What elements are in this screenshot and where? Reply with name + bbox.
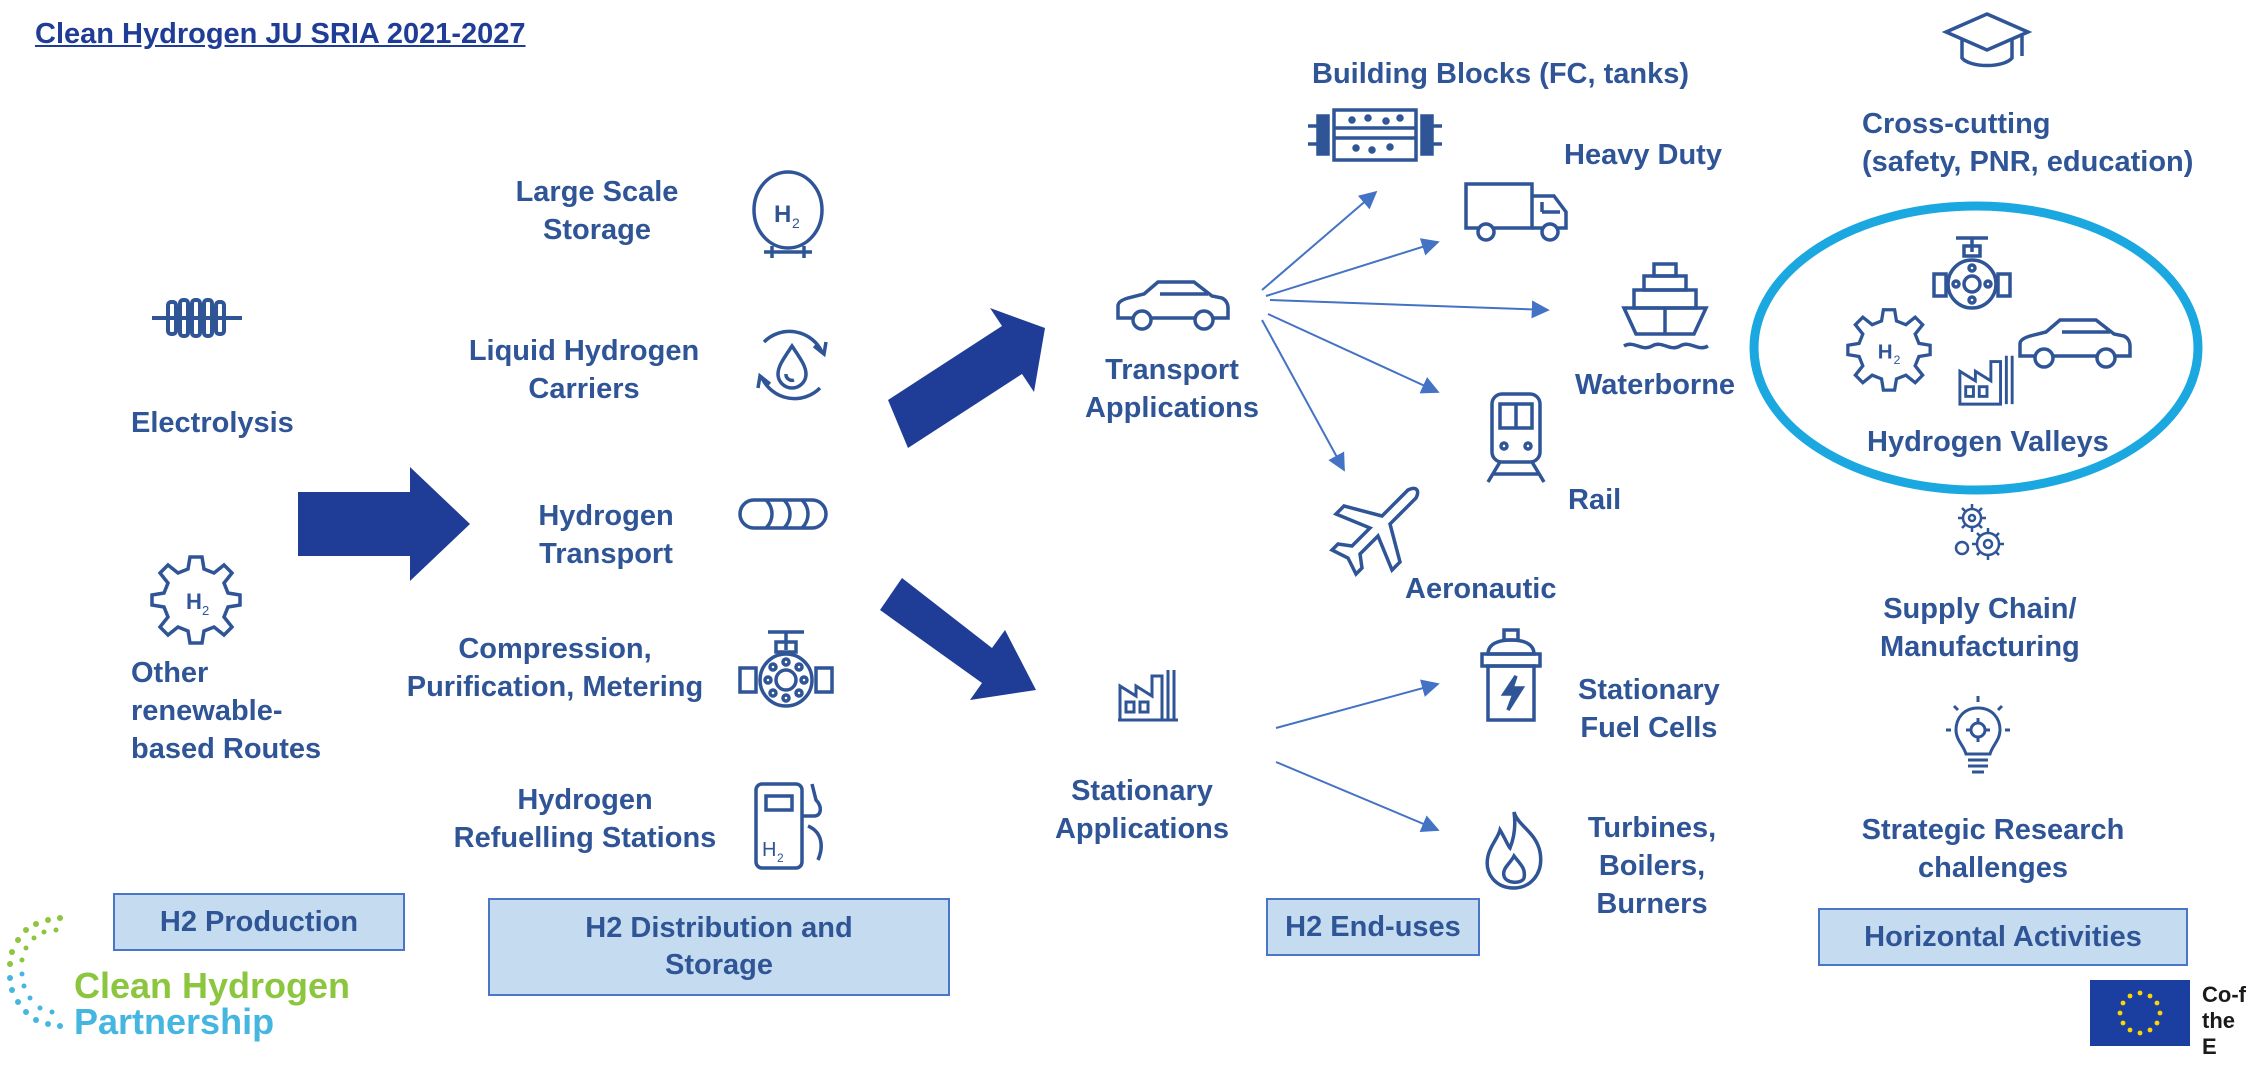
- svg-text:H: H: [774, 201, 791, 228]
- hydrogen-valleys-label: Hydrogen Valleys: [1867, 426, 2109, 458]
- cross-cutting-label: Cross-cutting (safety, PNR, education): [1862, 108, 2194, 178]
- heavy-duty-label: Heavy Duty: [1564, 139, 1722, 171]
- stationary-fuel-cells-label: Stationary Fuel Cells: [1578, 674, 1720, 744]
- svg-text:H: H: [186, 589, 202, 614]
- large-storage-label: Large Scale Storage: [515, 176, 679, 246]
- arrow-to-heavy-duty: [1265, 238, 1440, 297]
- arrow-to-turbines: [1275, 761, 1440, 833]
- logo-line-1: Clean Hydrogen: [74, 965, 351, 1006]
- h2-end-uses-box: H2 End-uses: [1266, 898, 1480, 956]
- valley-valve-icon: [1932, 234, 2012, 320]
- eu-flag-logo: [2090, 980, 2190, 1046]
- arrow-to-building-blocks: [1261, 190, 1378, 291]
- building-blocks-label: Building Blocks (FC, tanks): [1312, 58, 1690, 90]
- svg-text:2: 2: [792, 215, 800, 231]
- arrow-to-stationary-fc: [1275, 679, 1440, 729]
- refuelling-station-icon: H 2: [752, 776, 832, 872]
- supply-chain-label: Supply Chain/ Manufacturing: [1880, 593, 2080, 663]
- ship-icon: [1620, 260, 1710, 352]
- to-stationary-arrow: [880, 578, 1036, 700]
- transport-applications-label: Transport Applications: [1084, 354, 1259, 424]
- strategic-research-label: Strategic Research challenges: [1861, 814, 2125, 884]
- svg-text:2: 2: [202, 603, 209, 618]
- to-transport-arrow: [888, 308, 1045, 448]
- waterborne-label: Waterborne: [1575, 369, 1736, 401]
- partnership-logo-text: Clean Hydrogen Partnership: [74, 968, 350, 1040]
- flame-icon: [1478, 808, 1552, 892]
- eu-cofunded-text: Co-f the E: [2202, 982, 2246, 1060]
- svg-text:H: H: [1878, 340, 1893, 363]
- h2-production-box: H2 Production: [113, 893, 405, 951]
- stationary-fuel-cell-icon: [1478, 628, 1544, 724]
- storage-tank-h2-icon: H 2: [750, 166, 826, 262]
- arrow-to-aeronautic: [1261, 319, 1345, 472]
- aeronautic-label: Aeronautic: [1405, 573, 1557, 605]
- train-icon: [1486, 390, 1546, 486]
- graduation-cap-icon: [1941, 10, 2033, 72]
- hydrogen-valleys-ring: [1749, 201, 2203, 495]
- sria-link[interactable]: Clean Hydrogen JU SRIA 2021-2027: [35, 18, 526, 50]
- liquid-cycle-icon: [750, 322, 834, 410]
- electrolysis-icon: [150, 296, 244, 340]
- arrow-to-waterborne: [1269, 299, 1550, 319]
- other-routes-label: Other renewable- based Routes: [131, 657, 322, 765]
- arrow-to-rail: [1267, 313, 1440, 394]
- horizontal-activities-box: Horizontal Activities: [1818, 908, 2188, 966]
- valley-gear-h2-icon: H 2: [1846, 306, 1932, 392]
- rail-label: Rail: [1568, 484, 1622, 516]
- clean-hydrogen-dots-logo: [0, 910, 120, 1067]
- car-icon: [1112, 276, 1232, 334]
- fuel-cell-stack-icon: [1306, 104, 1444, 166]
- lightbulb-gear-icon: [1940, 694, 2016, 784]
- production-to-distribution-arrow: [298, 467, 470, 581]
- stationary-applications-label: Stationary Applications: [1054, 775, 1229, 845]
- turbines-label: Turbines, Boilers, Burners: [1587, 812, 1717, 920]
- electrolysis-label: Electrolysis: [131, 407, 294, 439]
- renewable-gear-h2-icon: H 2: [150, 553, 242, 645]
- hydrogen-transport-label: Hydrogen Transport: [538, 500, 674, 570]
- refuelling-label: Hydrogen Refuelling Stations: [453, 784, 717, 854]
- valley-factory-icon: [1956, 348, 2018, 408]
- valley-car-icon: [2014, 314, 2134, 372]
- compression-label: Compression, Purification, Metering: [406, 633, 704, 703]
- eu-line-1: Co-f: [2202, 982, 2246, 1007]
- factory-icon: [1116, 662, 1180, 724]
- airplane-icon: [1329, 484, 1422, 577]
- h2-distribution-box: H2 Distribution and Storage: [488, 898, 950, 996]
- eu-line-2: the E: [2202, 1008, 2235, 1059]
- gears-icon: [1946, 500, 2012, 566]
- liquid-carriers-label: Liquid Hydrogen Carriers: [468, 335, 700, 405]
- valve-icon: [738, 628, 834, 714]
- svg-text:2: 2: [1894, 353, 1901, 367]
- pipeline-icon: [736, 496, 830, 532]
- svg-text:H: H: [762, 839, 776, 861]
- svg-text:2: 2: [777, 851, 784, 865]
- logo-line-2: Partnership: [74, 1001, 275, 1042]
- truck-icon: [1462, 180, 1572, 244]
